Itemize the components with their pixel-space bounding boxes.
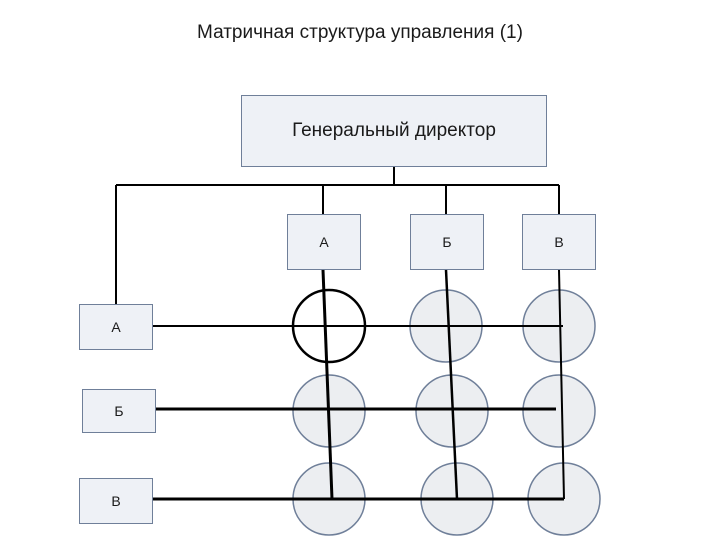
column-head-a: А <box>287 214 361 270</box>
col-line-a <box>321 269 334 500</box>
column-head-v: В <box>522 214 596 270</box>
row-head-b: Б <box>82 389 156 433</box>
col-line-b <box>444 269 459 500</box>
general-director-box: Генеральный директор <box>241 95 547 167</box>
matrix-cell-b-v <box>522 374 596 448</box>
col-line-v <box>558 269 565 500</box>
connector-lines <box>115 167 565 501</box>
row-head-a: А <box>79 304 153 350</box>
row-head-v: В <box>79 478 153 524</box>
diagram-title: Матричная структура управления (1) <box>197 22 523 43</box>
column-head-b: Б <box>410 214 484 270</box>
